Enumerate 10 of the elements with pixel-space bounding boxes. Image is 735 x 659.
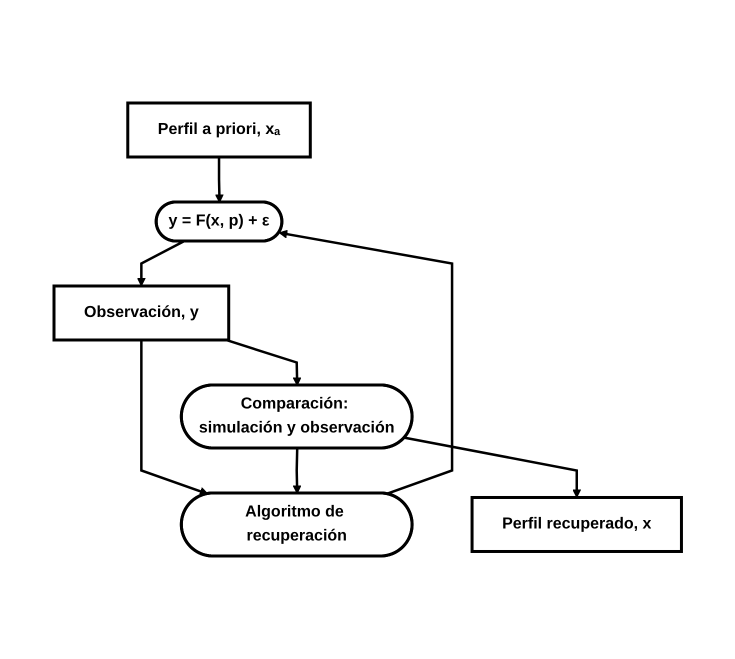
node-box: Perfil recuperado, x — [470, 496, 683, 553]
arrow — [214, 157, 224, 203]
arrow — [278, 230, 454, 496]
node-box: Observación, y — [52, 284, 230, 342]
arrow — [404, 436, 581, 498]
arrow — [140, 340, 208, 496]
arrow — [136, 240, 184, 286]
node-box: Perfil a priori, xₐ — [126, 102, 312, 158]
arrow — [225, 338, 302, 386]
arrow — [292, 448, 302, 494]
